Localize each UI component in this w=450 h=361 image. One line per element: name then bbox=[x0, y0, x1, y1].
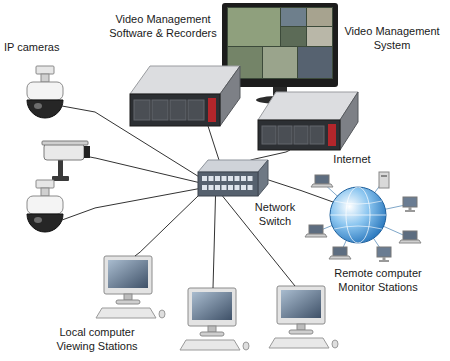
recorder-server bbox=[258, 92, 358, 150]
node-label: Local computer Viewing Stations bbox=[52, 325, 142, 353]
node-label: Video Management System bbox=[340, 24, 444, 52]
network-cable bbox=[95, 189, 198, 208]
internet-cloud: InternetRemote computer Monitor Stations bbox=[300, 170, 418, 262]
viewing-stations: Local computer Viewing Stations bbox=[95, 252, 334, 358]
camera-group: IP cameras bbox=[14, 64, 95, 250]
node-label: Remote computer Monitor Stations bbox=[330, 266, 426, 294]
node-label: Video Management Software & Recorders bbox=[103, 12, 223, 40]
node-label: IP cameras bbox=[4, 40, 76, 54]
network-cable bbox=[268, 180, 300, 190]
network-switch: Network Switch bbox=[198, 160, 268, 196]
viewing-computer bbox=[269, 286, 338, 348]
network-cable bbox=[216, 152, 219, 160]
ip-camera bbox=[27, 66, 63, 118]
ip-camera bbox=[27, 180, 63, 232]
wire-stub bbox=[62, 106, 333, 288]
vms-monitor-box: Video Management System bbox=[222, 2, 338, 104]
ip-camera bbox=[42, 141, 90, 181]
recorder-server bbox=[130, 66, 240, 126]
viewing-computer bbox=[180, 288, 249, 350]
switch-icon bbox=[198, 160, 268, 196]
network-cable bbox=[140, 196, 198, 252]
node-label: Internet bbox=[322, 152, 382, 166]
recorder-group: Video Management Software & Recorders bbox=[128, 56, 360, 152]
node-label: Network Switch bbox=[250, 200, 300, 228]
internet-globe bbox=[305, 172, 421, 262]
viewing-computer bbox=[96, 256, 165, 318]
network-cable bbox=[251, 152, 286, 160]
network-cable bbox=[95, 158, 198, 182]
network-cable bbox=[214, 196, 215, 252]
